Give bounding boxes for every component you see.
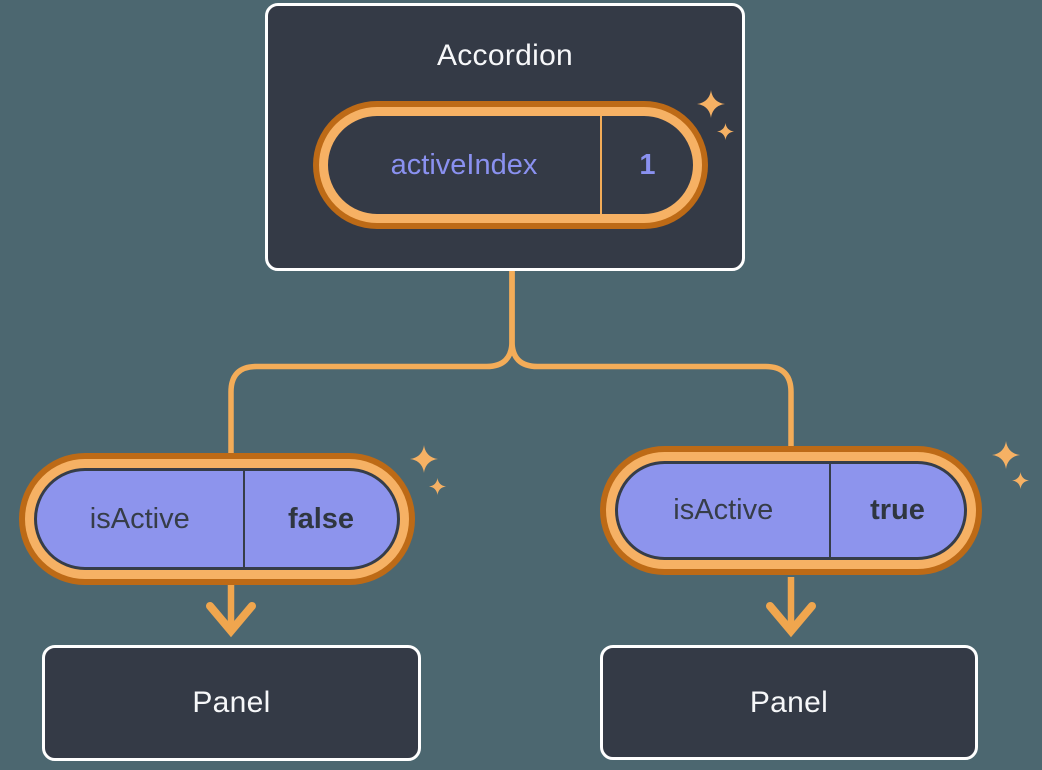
prop-pill-false: isActive false [34, 468, 400, 570]
prop-value: true [870, 494, 925, 526]
sparkle-small-icon [717, 123, 734, 140]
tree-connector-left [228, 270, 515, 456]
prop-pill-true: isActive true [615, 461, 967, 560]
sparkle-large-icon [697, 90, 725, 118]
state-name: activeIndex [390, 148, 538, 181]
tree-connector-right [509, 270, 794, 449]
panel-title: Panel [192, 686, 271, 719]
prop-pill-divider [242, 471, 245, 567]
panel-node-left: Panel [42, 645, 421, 761]
panel-title: Panel [749, 685, 829, 719]
arrow-down-left-icon [206, 582, 256, 638]
prop-pill-divider [828, 464, 831, 557]
prop-name: isActive [89, 502, 190, 535]
arrow-down-right-icon [766, 577, 816, 638]
state-value: 1 [639, 148, 656, 181]
sparkle-large-icon [410, 445, 438, 473]
prop-value: false [287, 502, 355, 535]
accordion-title: Accordion [436, 39, 574, 72]
sparkle-small-icon [1012, 472, 1029, 489]
sparkle-large-icon [992, 441, 1020, 469]
panel-node-right: Panel [600, 645, 978, 760]
state-pill-divider [600, 116, 602, 214]
sparkle-small-icon [429, 478, 446, 495]
prop-name: isActive [673, 494, 774, 526]
state-pill: activeIndex 1 [319, 107, 702, 223]
